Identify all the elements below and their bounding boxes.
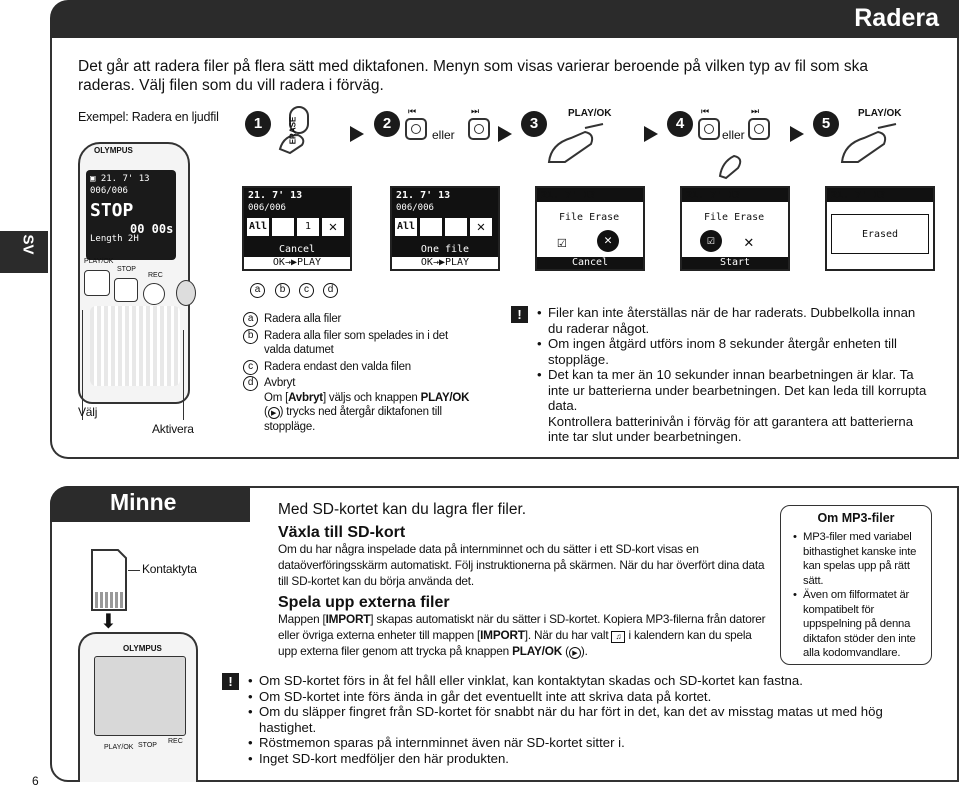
device-speaker-grille — [90, 306, 180, 386]
finger-press-icon — [716, 150, 746, 180]
aktivera-leader-line — [183, 330, 184, 420]
all-icon: All — [395, 218, 417, 236]
step-3-marker: 3 — [521, 111, 547, 137]
confirm-icon: ☑ — [700, 230, 722, 252]
device-rec-button — [143, 283, 165, 305]
memory-intro: Med SD-kortet kan du lagra fler filer. — [278, 501, 527, 518]
warning-list-bottom: Om SD-kortet förs in åt fel håll eller v… — [248, 673, 908, 766]
forward-button-icon — [748, 118, 770, 140]
forward-icon: ⏭ — [751, 106, 760, 116]
device-rec-label: REC — [148, 272, 163, 279]
marker-c: c — [299, 283, 314, 298]
step-4-marker: 4 — [667, 111, 693, 137]
insert-arrow-icon: ⬇ — [100, 611, 117, 633]
erase-label: ERASE — [288, 116, 298, 145]
arrow-icon — [644, 126, 658, 142]
step-1-marker: 1 — [245, 111, 271, 137]
selection-bar: Cancel — [278, 244, 316, 255]
device-stop-button — [114, 278, 138, 302]
screen-2: 21. 7' 13 006/006 All ✕ One file OK→▶PLA… — [390, 186, 500, 271]
header-bar: Radera — [50, 0, 959, 38]
paragraph-external-files: Mappen [IMPORT] skapas automatiskt när d… — [278, 612, 766, 659]
playok-label: PLAY/OK — [568, 108, 612, 119]
marker-a: a — [250, 283, 265, 298]
screen-3: 21. 7' 13 File Erase ☑ ✕ Cancel — [535, 186, 645, 271]
device-dial — [176, 280, 196, 306]
page-title: Radera — [854, 4, 939, 32]
or-label: eller — [722, 128, 745, 142]
heading-external-files: Spela upp externa filer — [278, 594, 450, 611]
device-playok-label: PLAY/OK — [104, 744, 134, 751]
device-stop-label: STOP — [117, 266, 136, 273]
erase-button-icon — [276, 105, 316, 155]
device-brand: OLYMPUS — [94, 146, 133, 155]
valj-label: Välj — [78, 405, 98, 419]
device-stop-label: STOP — [138, 742, 157, 749]
mp3-info-box: Om MP3-filer MP3-filer med variabel bith… — [780, 505, 932, 665]
finger-press-icon — [838, 118, 908, 168]
device-screen: ▣ 21. 7' 13 006/006 STOP Length 2H 00 00… — [86, 170, 176, 260]
aktivera-label: Aktivera — [152, 422, 194, 436]
sd-card-icon — [88, 548, 128, 612]
memory-tab: Minne — [50, 486, 250, 522]
step-5-marker: 5 — [813, 111, 839, 137]
contact-leader-line — [128, 570, 140, 571]
valj-leader-line — [82, 310, 90, 420]
rewind-button-icon — [698, 118, 720, 140]
rewind-icon: ⏮ — [701, 106, 710, 116]
calendar-folder-icon: ♫ — [611, 630, 626, 643]
marker-b: b — [275, 283, 290, 298]
play-icon: ▶ — [568, 646, 581, 659]
finger-press-icon — [545, 118, 615, 168]
screen-4: 21. 7' 13 File Erase ☑ ✕ Start — [680, 186, 790, 271]
warning-icon: ! — [222, 673, 239, 690]
paragraph-switch-sd: Om du har några inspelade data på intern… — [278, 542, 765, 588]
warning-list-top: Filer kan inte återställas när de har ra… — [537, 305, 932, 445]
device-playok-label: PLAY/OK — [84, 258, 114, 265]
intro-text: Det går att radera filer på flera sätt m… — [78, 58, 869, 94]
memory-section-frame — [50, 486, 959, 782]
date-files-icon — [272, 218, 294, 236]
rewind-icon: ⏮ — [408, 106, 417, 116]
example-label: Exempel: Radera en ljudfil — [78, 110, 219, 124]
single-file-icon: 1 — [297, 218, 319, 236]
section-frame — [50, 34, 959, 459]
cancel-icon: ✕ — [597, 230, 619, 252]
or-label: eller — [432, 128, 455, 142]
screen-5: 21. 7' 13 Erased — [825, 186, 935, 271]
arrow-icon — [350, 126, 364, 142]
date-files-icon — [420, 218, 442, 236]
device-screen — [94, 656, 186, 736]
warning-icon: ! — [511, 306, 528, 323]
single-file-icon — [445, 218, 467, 236]
device-brand: OLYMPUS — [123, 644, 162, 653]
rewind-button-icon — [405, 118, 427, 140]
legend-note: Om [Avbryt] väljs och knappen PLAY/OK (▶… — [264, 391, 470, 433]
selection-bar: One file — [420, 244, 470, 255]
marker-d: d — [323, 283, 338, 298]
cancel-icon: ✕ — [322, 218, 344, 236]
forward-icon: ⏭ — [471, 106, 480, 116]
device-play-button — [84, 270, 110, 296]
playok-label: PLAY/OK — [858, 108, 902, 119]
forward-button-icon — [468, 118, 490, 140]
language-tab: SV — [0, 231, 48, 273]
screen-1: 21. 7' 13 006/006 All 1 ✕ Cancel OK→▶PLA… — [242, 186, 352, 271]
all-icon: All — [247, 218, 269, 236]
confirm-icon: ☑ — [557, 232, 567, 251]
step-2-marker: 2 — [374, 111, 400, 137]
device-rec-label: REC — [168, 738, 183, 745]
page-number: 6 — [32, 774, 39, 788]
cancel-icon: ✕ — [470, 218, 492, 236]
heading-switch-sd: Växla till SD-kort — [278, 524, 406, 541]
contact-label: Kontaktyta — [142, 562, 197, 576]
arrow-icon — [790, 126, 804, 142]
arrow-icon — [498, 126, 512, 142]
play-icon: ▶ — [267, 407, 280, 419]
cancel-icon: ✕ — [744, 232, 754, 251]
